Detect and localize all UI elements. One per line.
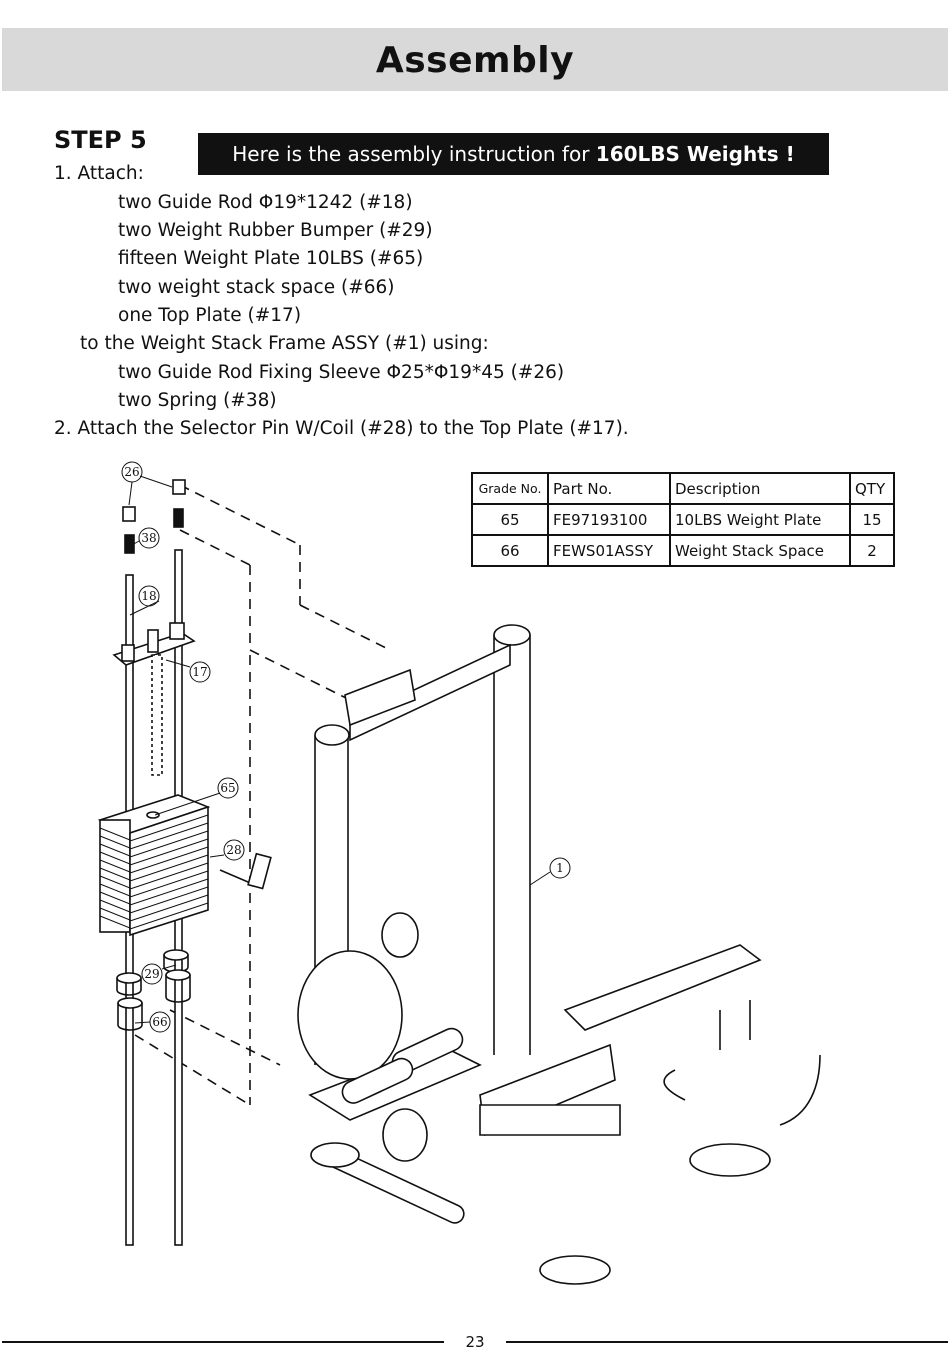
table-cell: Weight Stack Space [669,534,851,567]
callout-18: 18 [141,589,156,603]
weight-banner: Here is the assembly instruction for 160… [198,133,829,175]
table-row: 65 FE97193100 10LBS Weight Plate 15 [471,503,895,536]
page-number: 23 [465,1333,485,1351]
callout-65: 65 [220,781,235,795]
assembly-diagram: 26 38 18 17 65 28 29 66 1 [97,461,821,1285]
table-header-cell: Part No. [547,472,671,505]
table-header-cell: Description [669,472,851,505]
table-header-row: Grade No. Part No. Description QTY [471,472,895,505]
table-header-cell: QTY [849,472,895,505]
bumpers-spacers [116,949,191,1031]
frame-line: to the Weight Stack Frame ASSY (#1) usin… [80,333,489,354]
callout-66: 66 [152,1015,167,1029]
table-cell: FEWS01ASSY [547,534,671,567]
callout-labels [121,461,571,1033]
top-plate [112,622,196,776]
parts-list-item: two weight stack space (#66) [118,277,395,298]
table-row: 66 FEWS01ASSY Weight Stack Space 2 [471,534,895,567]
table-cell: 66 [471,534,549,567]
banner-bold-text: 160LBS Weights ! [595,142,795,166]
footer-rule-left [2,1341,444,1343]
table-header-cell: Grade No. [471,472,549,505]
header-band [2,28,948,91]
frame [297,624,821,1285]
rod-sleeves [122,479,186,554]
table-cell: 65 [471,503,549,536]
hardware-list-item: two Spring (#38) [118,390,277,411]
table-cell: FE97193100 [547,503,671,536]
parts-list-item: two Guide Rod Φ19*1242 (#18) [118,192,413,213]
table-cell: 10LBS Weight Plate [669,503,851,536]
attach-heading: 1. Attach: [54,163,144,184]
table-cell: 2 [849,534,895,567]
step-title: STEP 5 [54,126,147,154]
callout-29: 29 [144,967,159,981]
parts-list-item: one Top Plate (#17) [118,305,302,326]
callout-28: 28 [226,843,241,857]
banner-text: Here is the assembly instruction for [232,142,596,166]
parts-list-item: fifteen Weight Plate 10LBS (#65) [118,248,424,269]
callout-17: 17 [192,665,207,679]
step2-instruction: 2. Attach the Selector Pin W/Coil (#28) … [54,418,629,439]
callout-26: 26 [124,465,139,479]
parts-list-item: two Weight Rubber Bumper (#29) [118,220,433,241]
footer-rule-right [506,1341,948,1343]
page-title: Assembly [375,40,575,81]
callout-1: 1 [556,861,564,875]
weight-stack [97,794,211,937]
table-cell: 15 [849,503,895,536]
hardware-list-item: two Guide Rod Fixing Sleeve Φ25*Φ19*45 (… [118,362,565,383]
selector-pin [219,852,272,890]
parts-table: Grade No. Part No. Description QTY 65 FE… [471,472,895,567]
callout-38: 38 [141,531,156,545]
